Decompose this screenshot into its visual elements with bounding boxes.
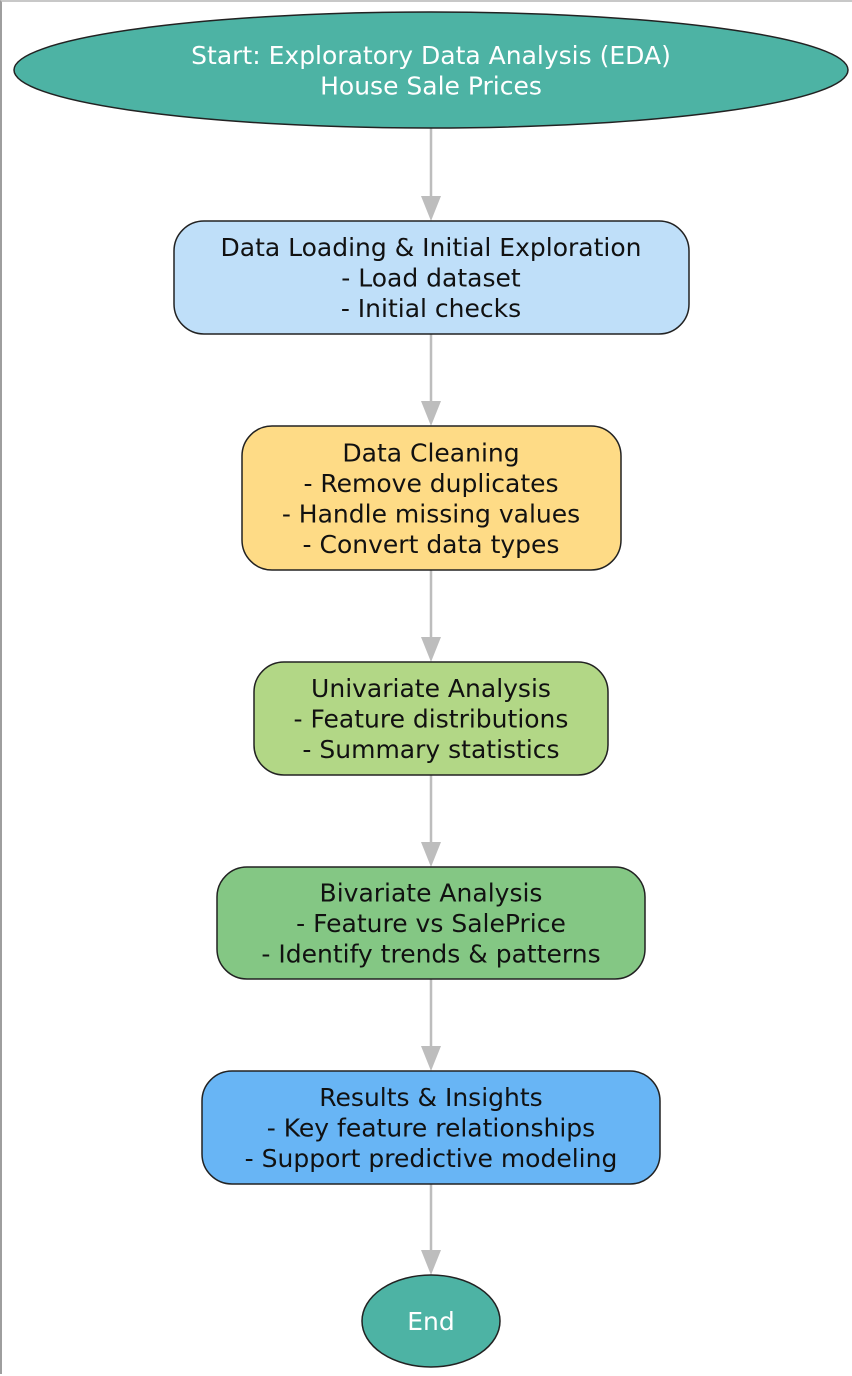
node-bivariate-line-1: Bivariate Analysis [320,879,543,908]
node-results-line-2: - Key feature relationships [267,1114,595,1143]
node-univariate-line-3: - Summary statistics [302,735,559,764]
node-results-line-1: Results & Insights [319,1083,542,1112]
node-univariate-line-2: - Feature distributions [294,705,569,734]
arrowhead [421,196,441,221]
arrowhead [421,401,441,426]
node-start-line-1: Start: Exploratory Data Analysis (EDA) [191,41,671,70]
arrowhead [421,842,441,867]
edge-start-to-loading [421,128,441,221]
node-results: Results & Insights- Key feature relation… [201,1070,661,1185]
node-cleaning-line-3: - Handle missing values [282,499,580,528]
node-results-box [201,1070,661,1185]
node-bivariate: Bivariate Analysis- Feature vs SalePrice… [216,866,646,980]
node-start-line-2: House Sale Prices [320,71,542,100]
node-end-line-1: End [407,1307,455,1336]
node-loading-line-2: - Load dataset [341,264,521,293]
node-loading-line-1: Data Loading & Initial Exploration [221,233,642,262]
arrowhead [421,1046,441,1071]
node-end: End [361,1274,501,1368]
node-cleaning-line-4: - Convert data types [303,530,560,559]
node-end-ellipse [361,1274,501,1368]
node-loading: Data Loading & Initial Exploration- Load… [173,220,690,335]
arrowhead [421,637,441,662]
node-cleaning: Data Cleaning- Remove duplicates- Handle… [241,425,622,571]
node-univariate-box [253,661,609,776]
node-cleaning-line-1: Data Cleaning [342,438,519,467]
arrowhead [421,1250,441,1275]
node-bivariate-box [216,866,646,980]
edge-loading-to-cleaning [421,334,441,426]
node-loading-line-3: - Initial checks [341,294,521,323]
edge-bivariate-to-results [421,979,441,1071]
node-univariate: Univariate Analysis- Feature distributio… [253,661,609,776]
node-univariate-line-1: Univariate Analysis [311,674,551,703]
node-results-line-3: - Support predictive modeling [245,1144,618,1173]
node-start: Start: Exploratory Data Analysis (EDA)Ho… [13,11,849,129]
node-loading-box [173,220,690,335]
node-cleaning-line-2: - Remove duplicates [303,469,558,498]
edge-univariate-to-bivariate [421,775,441,867]
node-bivariate-line-2: - Feature vs SalePrice [296,909,566,938]
node-cleaning-box [241,425,622,571]
node-bivariate-line-3: - Identify trends & patterns [261,940,600,969]
edge-cleaning-to-univariate [421,570,441,662]
node-start-ellipse [13,11,849,129]
edge-results-to-end [421,1184,441,1275]
